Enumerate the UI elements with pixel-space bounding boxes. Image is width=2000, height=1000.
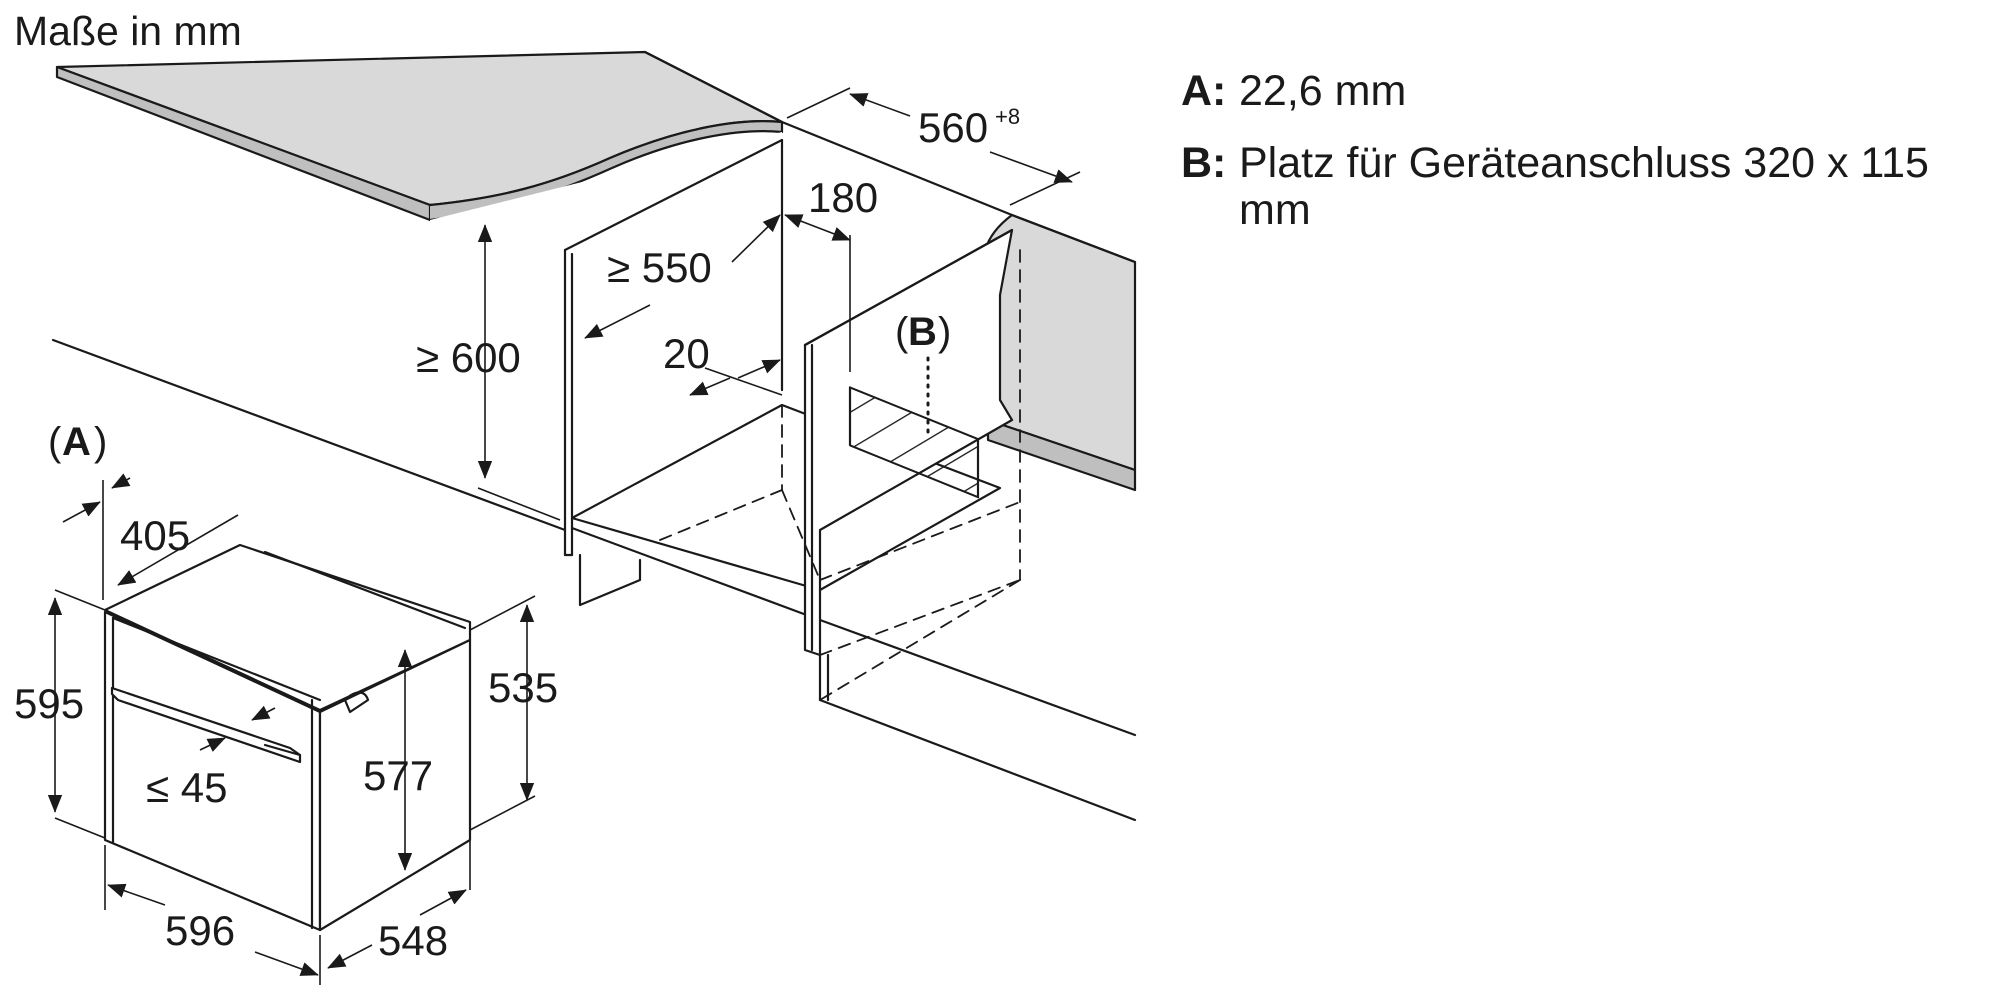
left-side-panel [430,132,782,560]
legend-item-b: B: Platz für Geräteanschluss 320 x 115 m… [1181,140,1981,234]
dim-577: 577 [363,752,433,799]
marker-b-open: ( [895,310,909,354]
legend: A: 22,6 mm B: Platz für Geräteanschluss … [1181,68,1981,259]
dim-550: ≥ 550 [607,244,712,291]
diagram-title: Maße in mm [14,8,242,54]
dim-180: 180 [808,174,878,221]
marker-a-close: ) [94,420,107,464]
dim-535: 535 [488,664,558,711]
dim-596: 596 [165,907,235,954]
dim-45: ≤ 45 [146,764,227,811]
dim-560: 560 [918,104,988,151]
marker-b: B [908,310,937,354]
marker-b-close: ) [938,310,951,354]
marker-a-open: ( [48,420,62,464]
legend-key: B: [1181,139,1227,187]
dim-600: ≥ 600 [416,334,521,381]
connection-zone-b [848,386,980,499]
oven-handle [110,686,302,764]
marker-a: A [62,420,91,464]
legend-item-a: A: 22,6 mm [1181,68,1981,115]
dim-560-tolerance: +8 [995,104,1020,129]
dim-548: 548 [378,917,448,964]
dim-405: 405 [120,512,190,559]
legend-text: 22,6 mm [1239,67,1407,115]
legend-key: A: [1181,67,1227,115]
legend-text: Platz für Geräteanschluss 320 x 115 mm [1239,139,1929,234]
oven-top [103,543,472,712]
dim-20: 20 [663,330,710,377]
dim-595: 595 [14,680,84,727]
